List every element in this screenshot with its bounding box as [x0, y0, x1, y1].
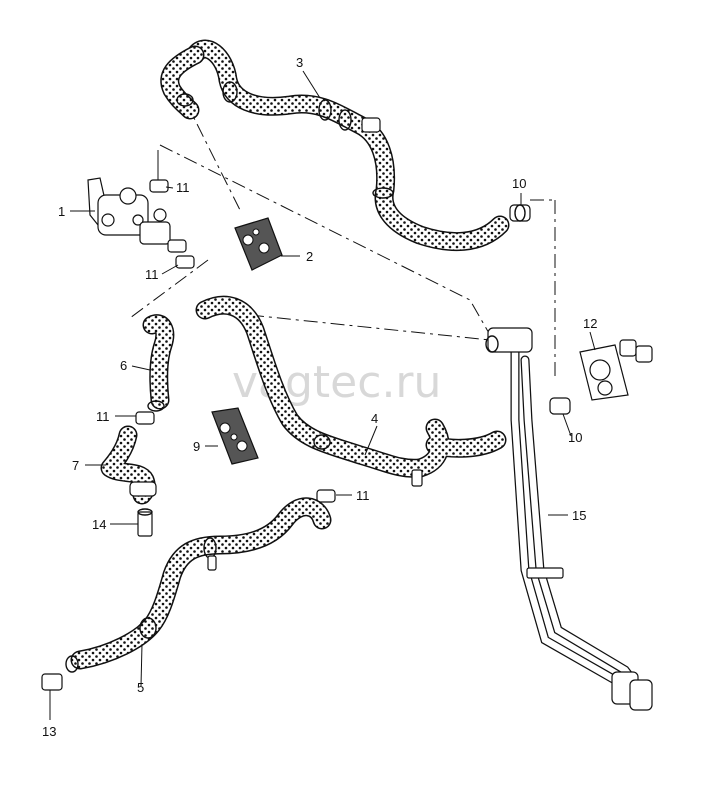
callout-7: 7	[72, 458, 79, 473]
callout-9: 9	[193, 439, 200, 454]
part-12	[579, 339, 653, 401]
hose-6	[142, 314, 175, 412]
clamp-11-a	[149, 150, 169, 193]
callout-10-upper: 10	[512, 176, 526, 191]
callout-15: 15	[572, 508, 586, 523]
callout-10-lower: 10	[568, 430, 582, 445]
clamp-11-b	[175, 255, 195, 269]
hose-3	[160, 39, 510, 252]
assembly-lines	[129, 99, 556, 380]
callout-11-a: 11	[176, 180, 190, 195]
callout-13: 13	[42, 724, 56, 739]
callout-14: 14	[92, 517, 106, 532]
callout-11-c: 11	[96, 409, 110, 424]
gasket-9	[211, 407, 259, 465]
hose-7	[100, 425, 157, 505]
callout-1: 1	[58, 204, 65, 219]
callout-5: 5	[137, 680, 144, 695]
part-14	[137, 508, 153, 537]
callout-4: 4	[371, 411, 378, 426]
hose-4	[195, 295, 507, 487]
callout-3: 3	[296, 55, 303, 70]
callout-11-d: 11	[356, 488, 370, 503]
part-13	[41, 673, 63, 691]
callout-12: 12	[583, 316, 597, 331]
callout-labels: 1 2 3 4 5 6 7 9 10 10 11 11 11 11 12 13 …	[42, 55, 597, 739]
clamp-10-lower	[549, 397, 571, 415]
clamp-10-upper	[509, 204, 531, 222]
pipes-15	[485, 327, 653, 711]
callout-2: 2	[306, 249, 313, 264]
callout-11-b: 11	[145, 267, 159, 282]
leader-lines	[49, 70, 596, 720]
clamp-11-d	[135, 411, 155, 425]
gasket-2	[234, 217, 283, 271]
valve-1	[87, 177, 187, 253]
callout-6: 6	[120, 358, 127, 373]
hose-5	[65, 497, 332, 673]
clamp-11-c	[316, 489, 336, 503]
